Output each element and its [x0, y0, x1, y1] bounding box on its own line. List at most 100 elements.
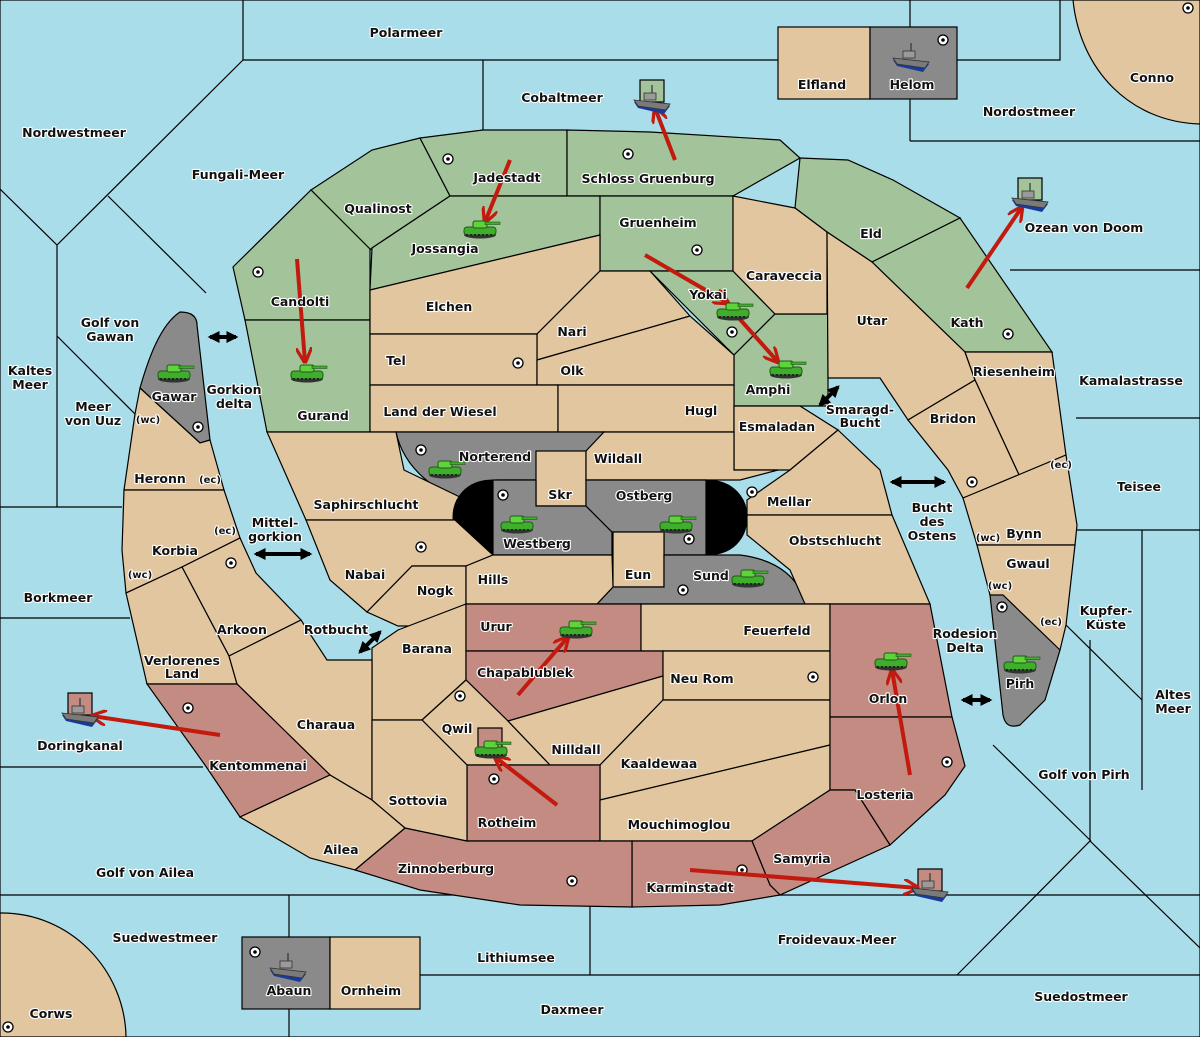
label-sund: Sund: [693, 568, 729, 583]
label-jossangia: Jossangia: [410, 241, 478, 256]
label-nabai: Nabai: [345, 567, 386, 582]
label-ornheim: Ornheim: [341, 983, 401, 998]
label-gwaul: Gwaul: [1006, 556, 1049, 571]
label-doringkanal: Doringkanal: [37, 738, 123, 753]
label-ailea: Ailea: [323, 842, 358, 857]
label-bucht-3: Ostens: [908, 528, 957, 543]
supply-center-icon: [488, 773, 500, 785]
label-cobaltmeer: Cobaltmeer: [521, 90, 603, 105]
label-mittel-2: gorkion: [248, 529, 302, 544]
order-arrow: [892, 670, 912, 776]
region-skr[interactable]: [535, 450, 587, 507]
region-zinnoberburg[interactable]: [353, 827, 633, 908]
supply-center-icon: [497, 489, 509, 501]
label-westberg: Westberg: [503, 536, 571, 551]
supply-center-icon: [442, 153, 454, 165]
label-kentommenai: Kentommenai: [209, 758, 307, 773]
region-elfland[interactable]: [777, 26, 871, 100]
coast-label-wc: (wc): [988, 581, 1012, 592]
label-golfgawan: Golf von: [81, 315, 140, 330]
label-kupfer-2: Küste: [1086, 617, 1126, 632]
label-smaragd: Smaragd-: [826, 402, 894, 417]
region-gwaul[interactable]: [976, 544, 1076, 652]
label-conno: Conno: [1130, 70, 1175, 85]
label-gurand: Gurand: [297, 408, 349, 423]
label-mouchi: Mouchimoglou: [628, 817, 731, 832]
label-elfland: Elfland: [798, 77, 846, 92]
label-corws: Corws: [30, 1006, 73, 1021]
label-rodesion: Rodesion: [933, 626, 998, 641]
label-kaltes: Kaltes: [8, 363, 52, 378]
label-amphi: Amphi: [746, 382, 791, 397]
coast-label-wc: (wc): [128, 570, 152, 581]
region-eun[interactable]: [612, 531, 665, 588]
supply-center-icon: [566, 875, 578, 887]
region-wildall[interactable]: [585, 431, 779, 481]
label-qwil: Qwil: [442, 721, 473, 736]
label-suedostmeer: Suedostmeer: [1034, 989, 1128, 1004]
order-arrow: [295, 258, 305, 362]
label-saphir: Saphirschlucht: [314, 497, 419, 512]
label-bucht-2: des: [920, 514, 945, 529]
label-ostberg: Ostberg: [616, 488, 673, 503]
supply-center-icon: [225, 557, 237, 569]
region-olk[interactable]: [536, 315, 735, 386]
label-chapa: Chapablublek: [477, 665, 574, 680]
order-arrow: [92, 716, 221, 737]
label-golfgawan-2: Gawan: [86, 329, 134, 344]
label-caraveccia: Caraveccia: [746, 268, 822, 283]
label-tel: Tel: [386, 353, 406, 368]
label-verlorenes-2: Land: [165, 666, 199, 681]
order-arrows: [92, 108, 1022, 888]
label-eun: Eun: [625, 567, 651, 582]
region-ornheim[interactable]: [329, 936, 421, 1010]
label-charaua: Charaua: [297, 717, 355, 732]
label-utar: Utar: [857, 313, 889, 328]
region-bynn[interactable]: [962, 454, 1078, 546]
label-karminstadt: Karminstadt: [646, 880, 733, 895]
strait-arrow-icon: [358, 630, 382, 654]
supply-center-icon: [677, 584, 689, 596]
label-daxmeer: Daxmeer: [540, 1002, 604, 1017]
label-sottovia: Sottovia: [389, 793, 448, 808]
label-rotbucht: Rotbucht: [304, 622, 368, 637]
label-nari: Nari: [557, 324, 586, 339]
coast-label-wc: (wc): [136, 415, 160, 426]
supply-center-icon: [807, 671, 819, 683]
region-corws[interactable]: [0, 912, 127, 1037]
region-gruenheim[interactable]: [599, 195, 734, 272]
label-uuz-2: von Uuz: [65, 413, 121, 428]
supply-center-icon: [1182, 2, 1194, 14]
order-arrow: [655, 108, 677, 161]
order-arrow: [495, 757, 559, 807]
label-bynn: Bynn: [1006, 526, 1041, 541]
supply-center-icon: [454, 690, 466, 702]
strait-links: [207, 331, 993, 706]
supply-center-icon: [252, 266, 264, 278]
supply-center-icon: [996, 601, 1008, 613]
region-sottovia[interactable]: [371, 719, 468, 842]
label-borkmeer: Borkmeer: [24, 590, 94, 605]
label-pirh: Pirh: [1006, 676, 1035, 691]
label-korbia: Korbia: [152, 543, 198, 558]
label-gorkion-2: delta: [216, 396, 252, 411]
label-nogk: Nogk: [417, 583, 454, 598]
coast-label-wc: (wc): [976, 533, 1000, 544]
supply-center-icon: [691, 244, 703, 256]
label-kupfer: Kupfer-: [1080, 603, 1133, 618]
label-samyria: Samyria: [773, 851, 831, 866]
coast-label-ec: (ec): [199, 475, 221, 486]
label-verlorenes: Verlorenes: [144, 653, 220, 668]
label-feuerfeld: Feuerfeld: [743, 623, 810, 638]
label-riesenheim: Riesenheim: [973, 364, 1055, 379]
label-golfpirh: Golf von Pirh: [1038, 767, 1129, 782]
label-helom: Helom: [890, 77, 935, 92]
label-yokai: Yokai: [688, 287, 727, 302]
supply-center-icon: [966, 476, 978, 488]
label-kaltes-2: Meer: [12, 377, 48, 392]
region-conno[interactable]: [1072, 0, 1200, 125]
supply-center-icon: [512, 357, 524, 369]
label-elchen: Elchen: [426, 299, 473, 314]
label-polarmeer: Polarmeer: [370, 25, 444, 40]
